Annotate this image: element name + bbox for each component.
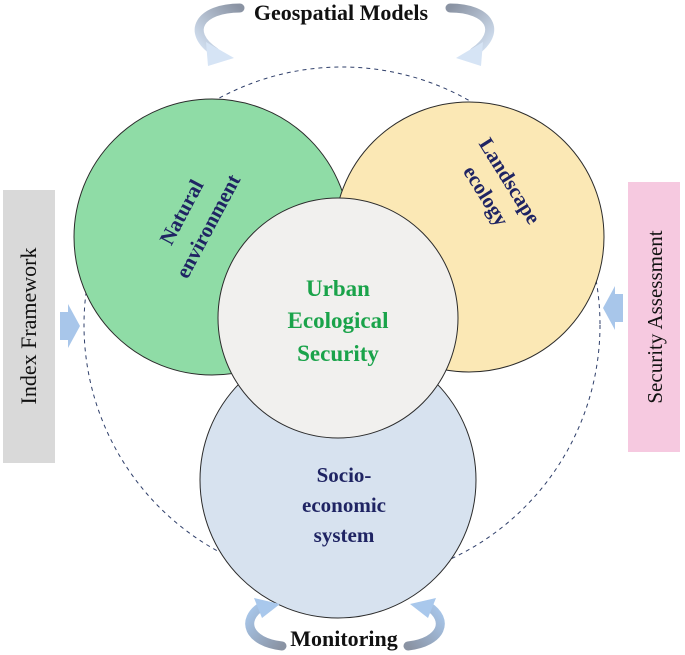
socio-line1: Socio- <box>317 463 372 487</box>
index-framework-label: Index Framework <box>16 247 41 404</box>
center-line1: Urban <box>306 276 370 301</box>
urban-ecological-security-circle <box>217 197 459 439</box>
center-label: Urban Ecological Security <box>288 276 389 366</box>
left-arrow-icon <box>60 304 80 348</box>
top-left-curved-arrow-icon <box>194 3 245 66</box>
index-framework-box <box>3 190 55 463</box>
bottom-right-curved-arrow-icon <box>403 598 445 651</box>
monitoring-label: Monitoring <box>290 626 398 651</box>
socio-line3: system <box>314 523 375 547</box>
top-right-curved-arrow-icon <box>445 3 495 66</box>
socio-line2: economic <box>302 493 386 517</box>
socio-economic-label: Socio- economic system <box>302 463 386 547</box>
bottom-left-curved-arrow-icon <box>245 598 287 651</box>
dashed-outer-circle <box>83 66 601 584</box>
center-line3: Security <box>297 341 379 366</box>
security-assessment-box <box>628 182 680 452</box>
right-arrow-icon <box>603 286 623 330</box>
center-line2: Ecological <box>288 308 389 333</box>
security-assessment-label: Security Assessment <box>643 230 667 403</box>
geospatial-models-label: Geospatial Models <box>254 0 429 25</box>
